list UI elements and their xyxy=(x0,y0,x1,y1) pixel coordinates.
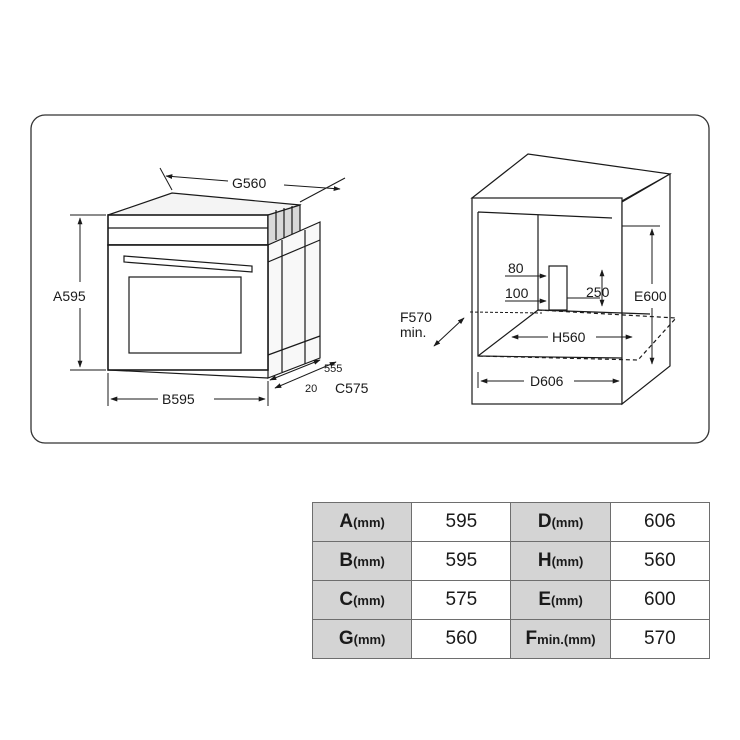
offset-20-label: 20 xyxy=(305,383,317,395)
depth-555-label: 555 xyxy=(324,363,342,375)
dimension-unit: min.(mm) xyxy=(537,632,596,647)
dimension-unit: (mm) xyxy=(551,515,584,530)
label-cell: B(mm) xyxy=(311,541,413,581)
vent-80-label: 80 xyxy=(508,260,524,276)
a-label: A595 xyxy=(53,288,86,304)
dimension-letter: D xyxy=(537,511,552,532)
dimension-unit: (mm) xyxy=(353,554,385,569)
dimension-unit: (mm) xyxy=(353,632,386,647)
value-cell: 595 xyxy=(411,502,512,542)
table-row: A(mm) 595 D(mm) 606 xyxy=(311,502,711,542)
dimension-letter: F xyxy=(525,628,538,649)
label-cell: H(mm) xyxy=(510,541,611,581)
value-cell: 600 xyxy=(609,580,711,620)
oven-dimension-lines xyxy=(70,167,346,406)
value-cell: 560 xyxy=(609,541,711,581)
table-row: B(mm) 595 H(mm) 560 xyxy=(311,541,711,581)
dimension-unit: (mm) xyxy=(551,554,584,569)
label-cell: G(mm) xyxy=(311,619,413,659)
h-label: H560 xyxy=(552,329,586,345)
diagram-frame xyxy=(30,114,710,444)
c-label: C575 xyxy=(335,380,369,396)
dimension-letter: B xyxy=(339,550,354,571)
label-cell: C(mm) xyxy=(311,580,413,620)
b-label: B595 xyxy=(162,391,195,407)
label-cell: E(mm) xyxy=(510,580,611,620)
dimension-letter: G xyxy=(338,628,354,649)
dimension-diagram: G560 A595 B595 C575 555 20 xyxy=(30,114,710,444)
value-cell: 560 xyxy=(411,619,512,659)
label-cell: Fmin.(mm) xyxy=(510,619,611,659)
vent-100-label: 100 xyxy=(505,285,529,301)
label-cell: A(mm) xyxy=(311,502,413,542)
cabinet-drawing xyxy=(470,153,678,406)
dimension-letter: E xyxy=(538,589,552,610)
value-cell: 575 xyxy=(411,580,512,620)
f-label: F570 xyxy=(400,309,432,325)
dimension-letter: A xyxy=(339,511,354,532)
dimension-unit: (mm) xyxy=(353,593,385,608)
dimension-unit: (mm) xyxy=(353,515,385,530)
d-label: D606 xyxy=(530,373,564,389)
g-label: G560 xyxy=(232,175,266,191)
value-cell: 595 xyxy=(411,541,512,581)
dimension-unit: (mm) xyxy=(551,593,583,608)
table-row: C(mm) 575 E(mm) 600 xyxy=(311,580,711,620)
label-cell: D(mm) xyxy=(510,502,611,542)
cabinet-dimension-lines xyxy=(433,225,660,388)
oven-drawing xyxy=(107,192,321,379)
value-cell: 570 xyxy=(609,619,711,659)
table-row: G(mm) 560 Fmin.(mm) 570 xyxy=(311,619,711,659)
dimension-table: A(mm) 595 D(mm) 606 B(mm) 595 H(mm) 560 … xyxy=(311,502,711,659)
dimension-letter: H xyxy=(537,550,552,571)
value-cell: 606 xyxy=(609,502,711,542)
vent-250-label: 250 xyxy=(586,284,610,300)
e-label: E600 xyxy=(634,288,667,304)
dimension-letter: C xyxy=(339,589,354,610)
f-min-label: min. xyxy=(400,324,426,340)
